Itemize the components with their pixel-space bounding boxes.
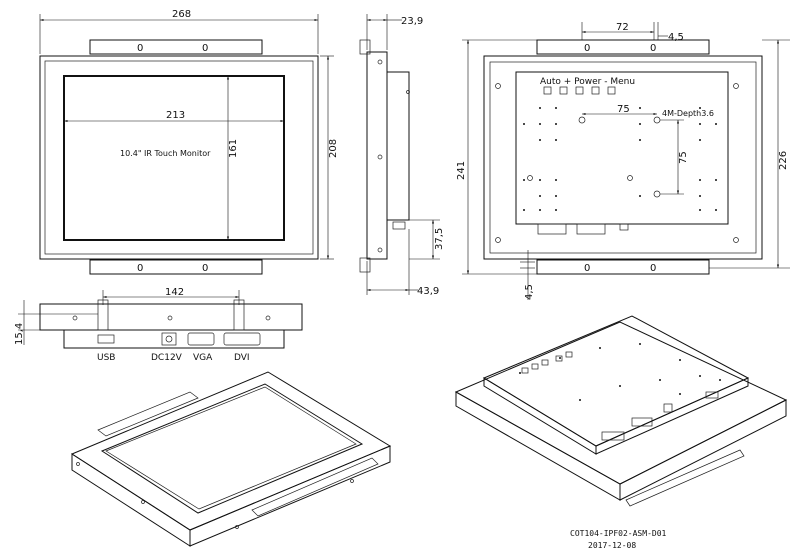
drawing-number: COT104-IPF02-ASM-D01 [570,529,667,538]
front-screen [63,75,285,241]
front-width-dim: 268 [172,9,191,20]
front-view: 0 0 0 0 268 213 161 208 10.4" IR Touch M… [39,9,339,275]
back-dim-4-5-top: 4,5 [668,32,684,43]
front-inner-bezel [44,60,314,255]
front-top-mark-right: 0 [202,43,208,54]
side-bezel [366,51,388,260]
side-back-housing [386,71,410,221]
bottom-view: USB DC12V VGA DVI 142 15,4 [14,287,303,363]
back-bottom-bracket [536,259,710,275]
back-top-bracket [536,39,710,55]
front-bottom-mark-left: 0 [137,263,143,274]
back-buttons-label: Auto + Power - Menu [540,77,635,87]
front-screen-width-dim: 213 [166,110,185,121]
back-bottom-mark-left: 0 [584,263,590,274]
usb-port [97,334,115,344]
side-depth-total-dim: 43,9 [417,286,439,297]
back-dim-75-h: 75 [617,104,630,115]
back-dim-75-v: 75 [678,151,689,164]
front-screen-label: 10.4" IR Touch Monitor [120,149,211,158]
front-screen-height-dim: 161 [228,139,239,158]
back-screw-label: 4M-Depth3.6 [662,109,714,118]
port-label-vga: VGA [193,353,213,363]
drawing-date: 2017-12-08 [588,541,636,550]
front-top-mark-left: 0 [137,43,143,54]
front-outer-frame [39,55,319,260]
port-label-dvi: DVI [234,353,250,363]
bottom-dim-142: 142 [165,287,184,298]
back-vent-holes [523,107,717,211]
back-dim-4-5-bottom: 4,5 [524,284,535,300]
back-bottom-mark-right: 0 [650,263,656,274]
back-housing [515,71,729,225]
iso-front-view [70,371,392,547]
back-height-226-dim: 226 [778,151,789,170]
front-bottom-bracket [89,259,263,275]
bottom-housing [63,329,285,349]
side-height-lower-dim: 37,5 [434,228,445,250]
iso-back-view [454,315,788,507]
back-dim-72: 72 [616,22,629,33]
bottom-bezel [39,303,303,331]
back-top-mark-right: 0 [650,43,656,54]
bottom-dim-15-4: 15,4 [14,323,25,345]
back-outer-frame [483,55,763,260]
port-label-dc12v: DC12V [151,353,183,363]
front-height-dim: 208 [328,139,339,158]
side-depth-top-dim: 23,9 [401,16,423,27]
vga-port [187,332,215,346]
port-label-usb: USB [97,353,115,363]
front-bottom-mark-right: 0 [202,263,208,274]
back-top-mark-left: 0 [584,43,590,54]
side-view: 23,9 37,5 43,9 [359,14,445,297]
back-button-row [543,86,616,95]
dc12v-port [161,332,177,346]
dvi-port [223,332,261,346]
back-height-241-dim: 241 [456,161,467,180]
back-view: 0 0 0 0 Auto + Power - Menu [456,22,790,300]
front-top-bracket [89,39,263,55]
